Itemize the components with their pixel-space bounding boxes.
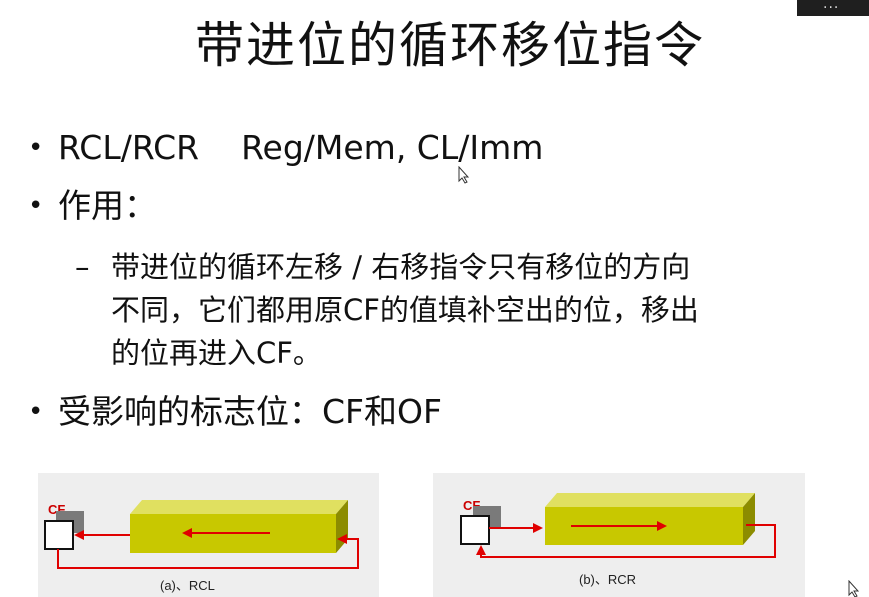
more-icon[interactable]: ... [823, 0, 840, 12]
bullet-dot: • [28, 191, 44, 221]
cf-to-lsb-arrow [57, 534, 359, 569]
instruction-operands: Reg/Mem, CL/Imm [241, 128, 544, 167]
lsb-to-cf-arrow [476, 524, 776, 558]
register-top [130, 500, 348, 514]
flags-label: 受影响的标志位：CF和OF [58, 392, 442, 431]
cf-flag-box [460, 515, 490, 545]
register-side [743, 493, 755, 545]
sub-bullet-dash: – [75, 250, 90, 284]
register-top [545, 493, 755, 507]
bullet-purpose: • 作用： [28, 186, 157, 226]
bullet-dot: • [28, 133, 44, 163]
description-line-2: 不同，它们都用原CF的值填补空出的位，移出 [111, 293, 699, 327]
mouse-cursor-icon [848, 580, 860, 597]
rcr-diagram: CF (b)、RCR [433, 473, 805, 597]
diagram-caption: (a)、RCL [160, 578, 215, 593]
rcl-diagram: CF (a)、RCL [38, 473, 379, 597]
description-line-1: 带进位的循环左移 / 右移指令只有移位的方向 [111, 250, 691, 284]
mouse-cursor-icon [458, 166, 470, 184]
bullet-flags: • 受影响的标志位：CF和OF [28, 392, 442, 432]
diagram-caption: (b)、RCR [579, 572, 636, 587]
description-line-3: 的位再进入CF。 [111, 336, 322, 370]
cf-flag-box [44, 520, 74, 550]
top-toolbar[interactable]: ... [797, 0, 869, 16]
purpose-label: 作用： [58, 186, 157, 225]
slide-title: 带进位的循环移位指令 [194, 17, 705, 74]
bullet-dot: • [28, 397, 44, 427]
instruction-name: RCL/RCR [58, 128, 200, 167]
bullet-syntax: • RCL/RCR Reg/Mem, CL/Imm [28, 128, 543, 168]
